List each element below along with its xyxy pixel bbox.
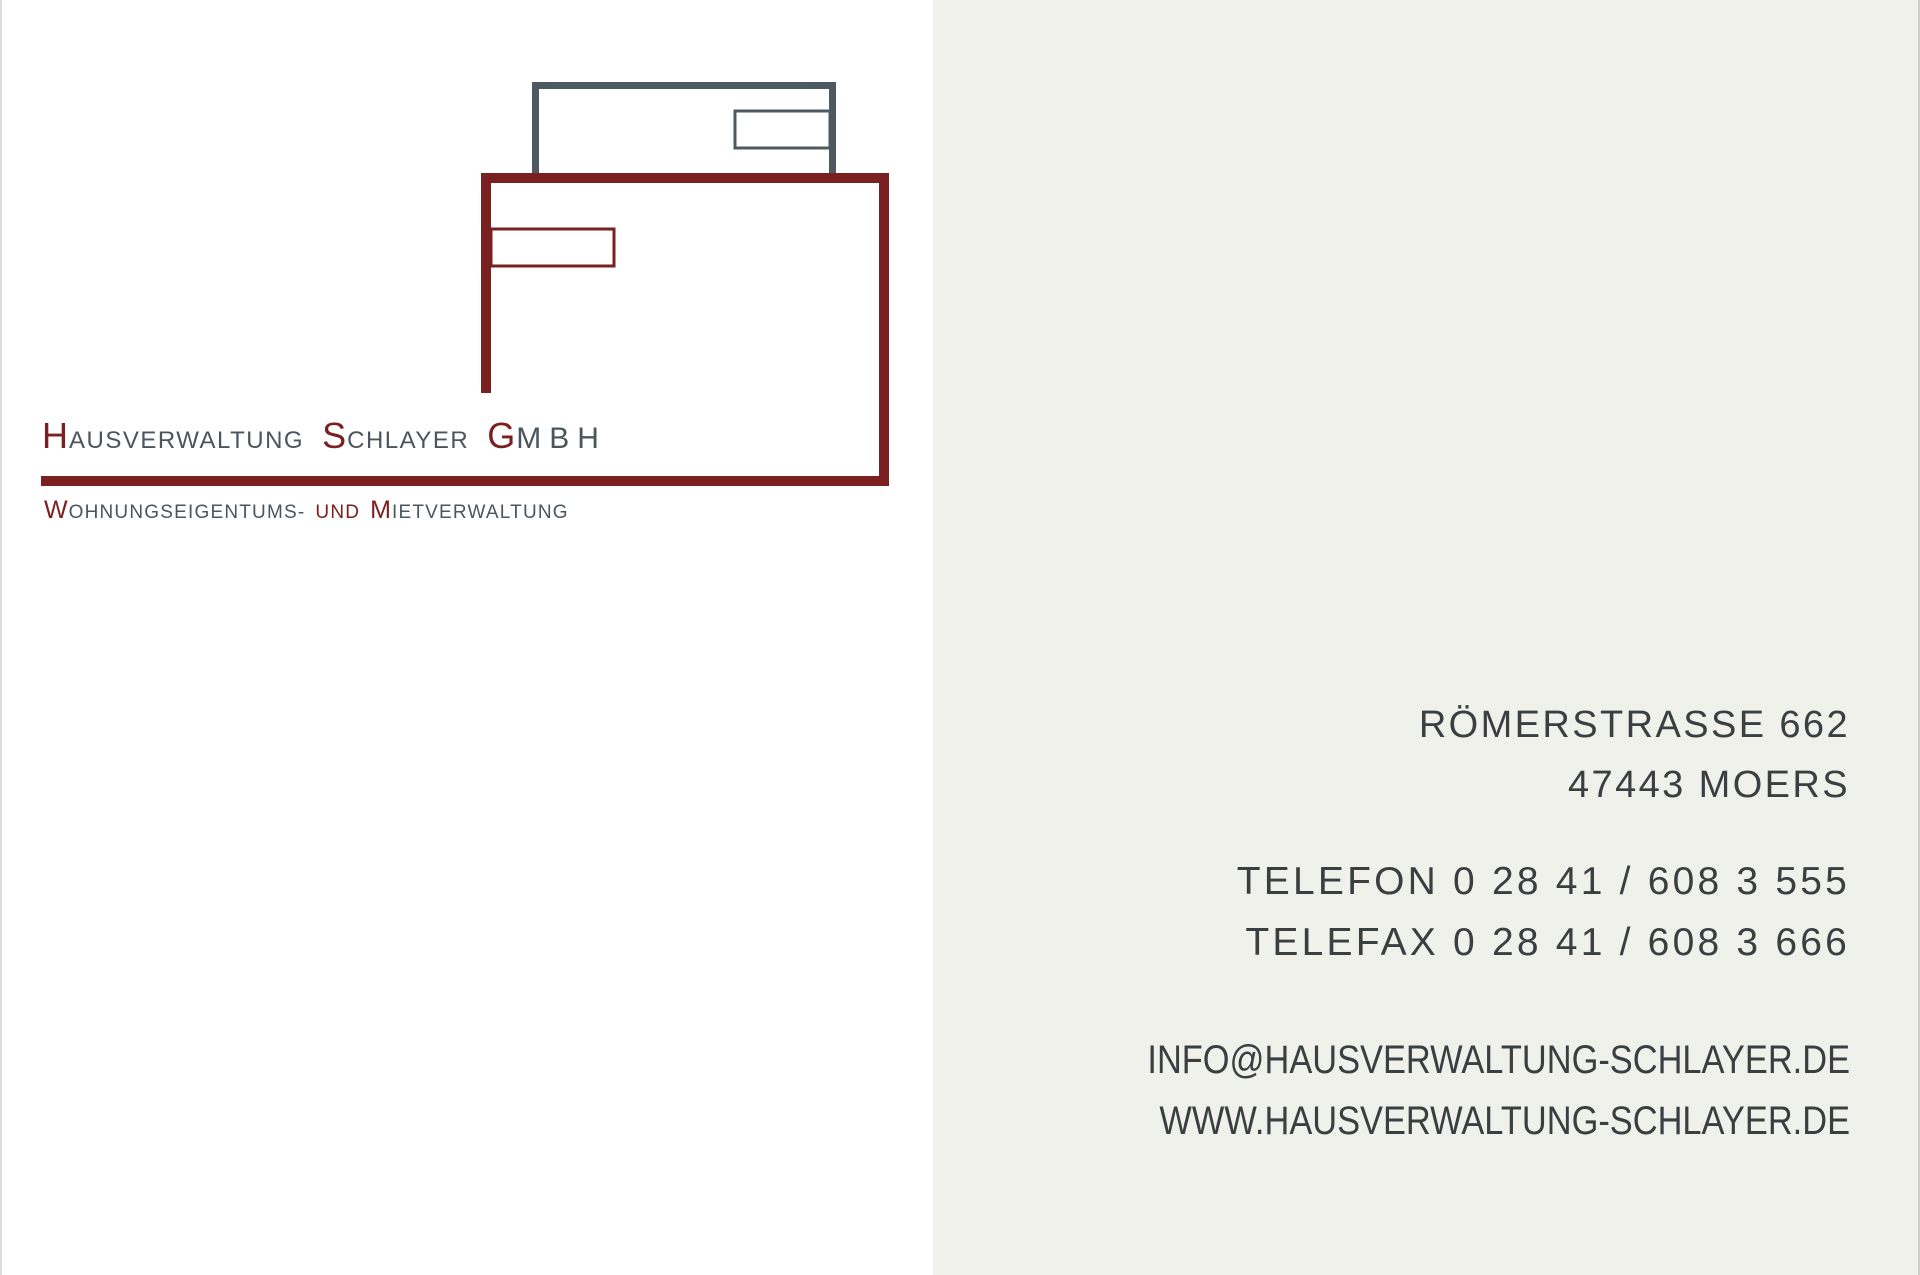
house-outline-logo-icon [41,82,889,486]
contact-panel [933,0,1920,1275]
email-address: INFO@HAUSVERWALTUNG-SCHLAYER.DE [1147,1038,1850,1082]
logo-panel [0,0,933,1275]
initial-m: M [370,496,392,524]
company-tagline: Wohnungseigentums-und Mietverwaltung [44,498,569,523]
city-address: 47443 MOERS [1568,764,1850,806]
word-wohnungseigentums: ohnungseigentums- [68,502,306,523]
word-schlayer: chlayer [347,427,470,454]
company-name: Hausverwaltung Schlayer Gmbh [42,418,607,454]
address-block: RÖMERSTRASSE 662 47443 MOERS [1419,706,1850,826]
initial-g: G [487,415,517,456]
initial-h: H [42,415,69,456]
word-gmbh: mbh [516,422,607,455]
website-url: WWW.HAUSVERWALTUNG-SCHLAYER.DE [1159,1099,1850,1143]
word-hausverwaltung: ausverwaltung [69,427,305,454]
fax-number: TELEFAX 0 28 41 / 608 3 666 [1245,921,1850,964]
initial-s: S [322,415,348,456]
telephone-number: TELEFON 0 28 41 / 608 3 555 [1236,860,1850,903]
online-block: INFO@HAUSVERWALTUNG-SCHLAYER.DE WWW.HAUS… [1147,1040,1850,1162]
word-mietverwaltung: ietverwaltung [392,502,569,523]
street-address: RÖMERSTRASSE 662 [1418,704,1850,746]
phone-block: TELEFON 0 28 41 / 608 3 555 TELEFAX 0 28… [1237,862,1850,983]
initial-w: W [44,496,69,524]
word-und: und [315,502,361,523]
